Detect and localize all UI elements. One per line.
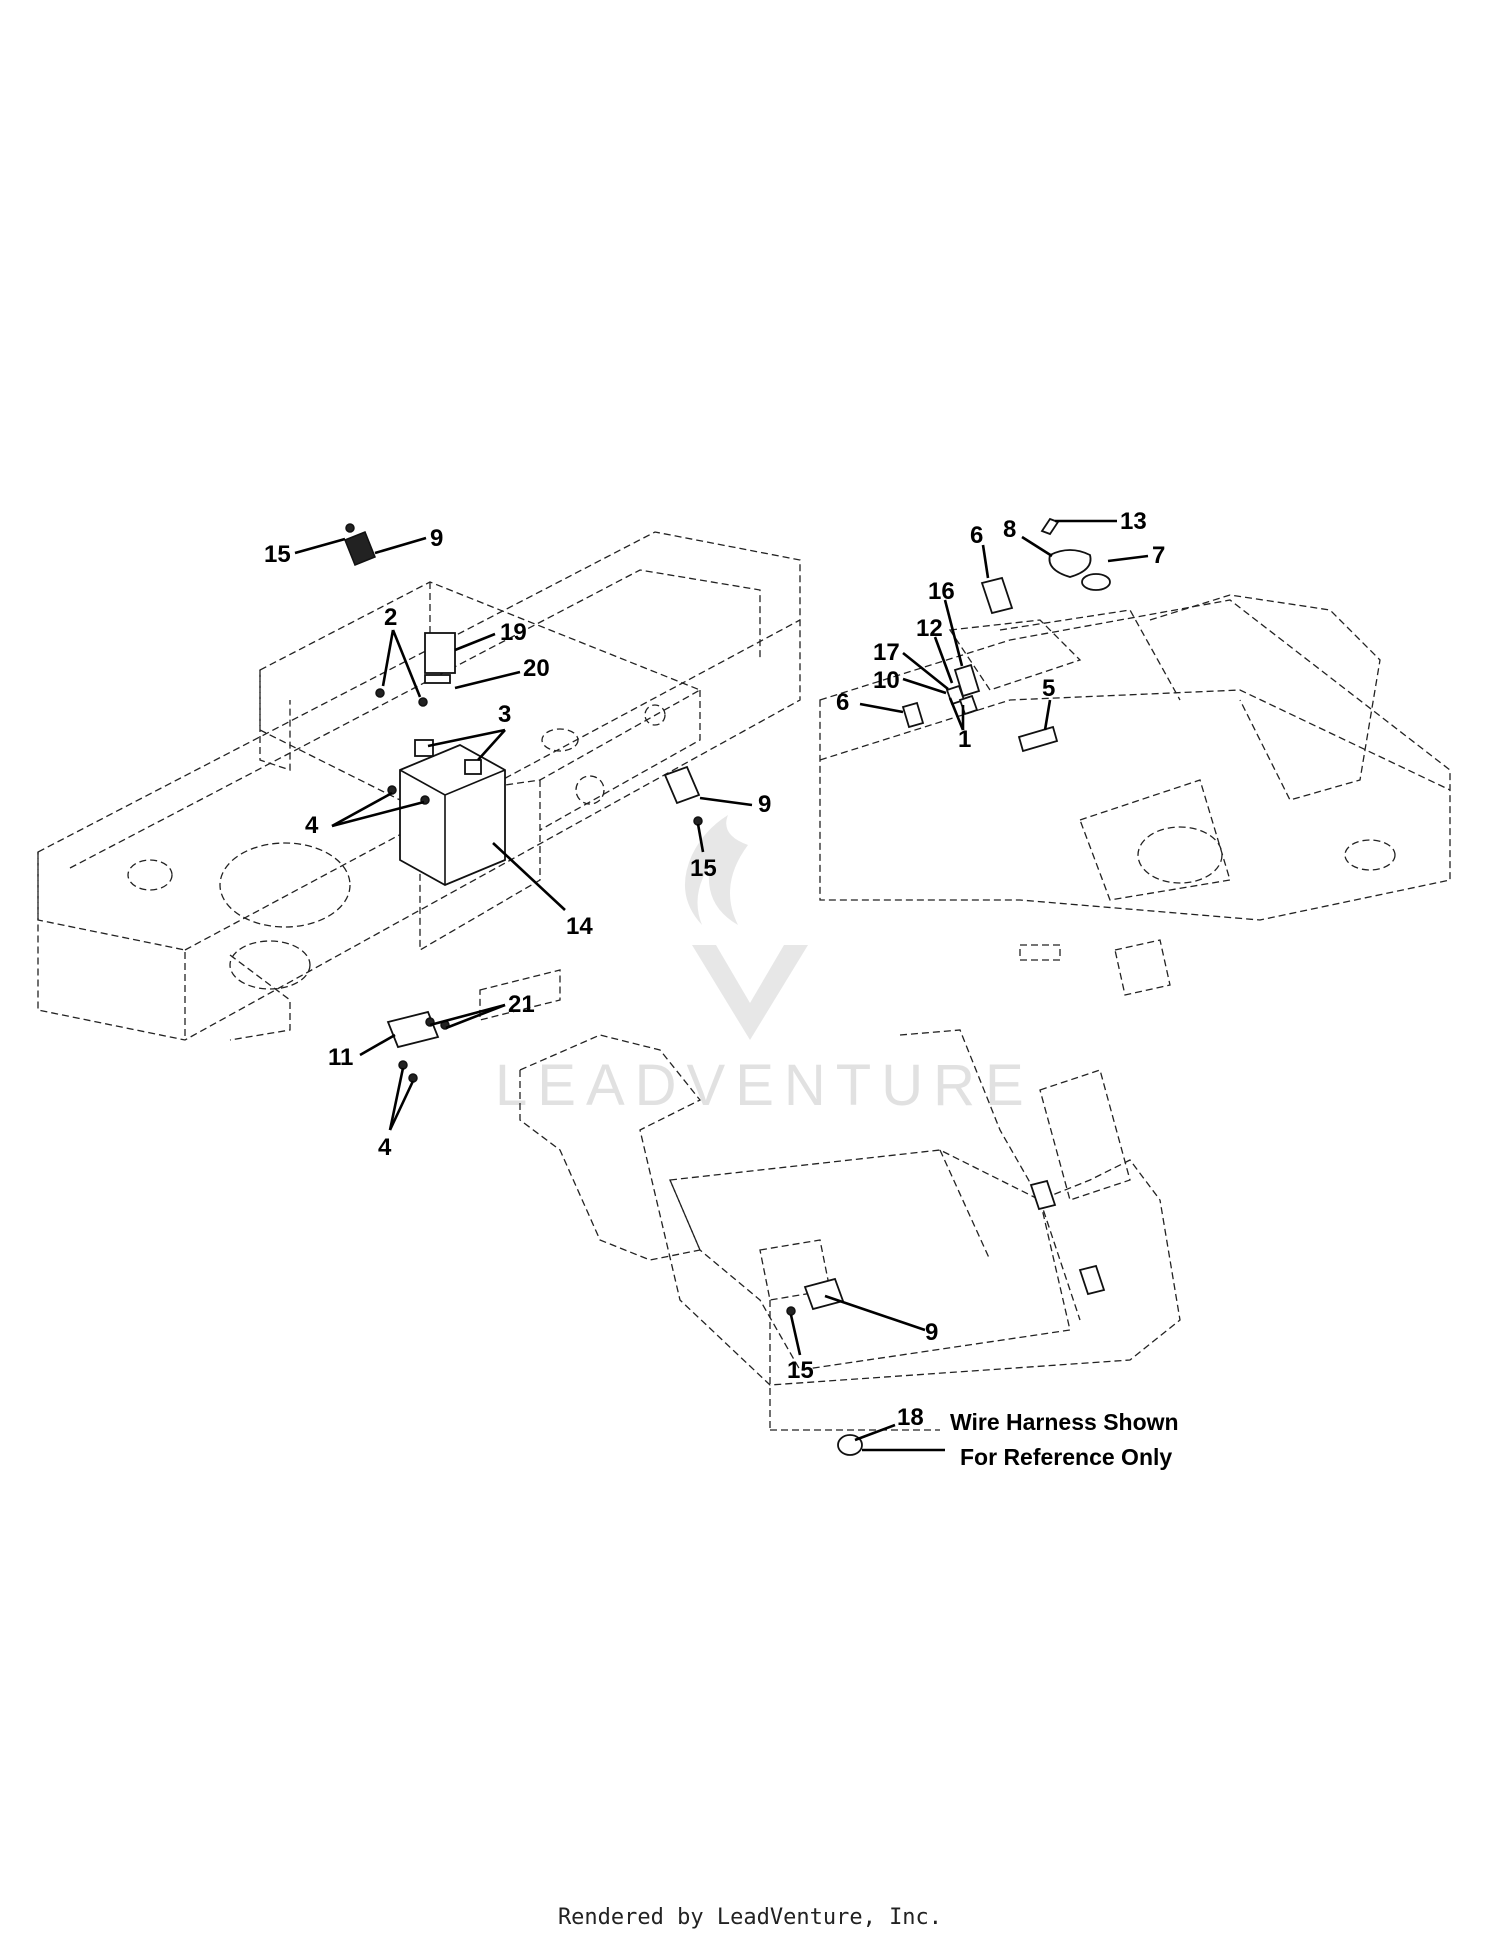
callout-15c: 15 [787, 1357, 814, 1384]
callout-1: 1 [958, 726, 971, 753]
seat-platform-assembly-bottom [519, 1029, 1181, 1456]
callout-9c: 9 [925, 1319, 938, 1346]
leadventure-watermark: LEADVENTURE [495, 815, 1034, 1118]
callout-7: 7 [1152, 542, 1165, 569]
render-credit: Rendered by LeadVenture, Inc. [557, 1905, 943, 1930]
callout-16: 16 [928, 578, 955, 605]
control-panel-assembly-right [819, 517, 1451, 996]
callout-6: 6 [970, 522, 983, 549]
callout-10: 10 [873, 667, 900, 694]
frame-assembly-left [37, 531, 801, 1041]
callout-17: 17 [873, 639, 900, 666]
callout-5: 5 [1042, 675, 1055, 702]
note-line-2: For Reference Only [960, 1444, 1172, 1470]
callout-4: 4 [305, 812, 319, 839]
callout-15b: 15 [690, 855, 717, 882]
note-line-1: Wire Harness Shown [950, 1409, 1179, 1435]
battery-and-parts-left [344, 523, 703, 1083]
callout-9b: 9 [758, 791, 771, 818]
callout-19: 19 [500, 619, 527, 646]
callout-8: 8 [1003, 516, 1016, 543]
callout-15: 15 [264, 541, 291, 568]
callout-13: 13 [1120, 508, 1147, 535]
callout-21: 21 [508, 991, 535, 1018]
callout-18: 18 [897, 1404, 924, 1431]
callout-11: 11 [328, 1044, 353, 1071]
callout-12: 12 [916, 615, 943, 642]
callout-2: 2 [384, 604, 397, 631]
reference-note: Wire Harness Shown For Reference Only [950, 1409, 1179, 1470]
callout-6b: 6 [836, 689, 849, 716]
callout-9: 9 [430, 525, 443, 552]
callout-20: 20 [523, 655, 550, 682]
callout-14: 14 [566, 913, 593, 940]
callout-3: 3 [498, 701, 511, 728]
callout-labels: 15 9 2 19 20 3 4 9 15 14 21 11 4 13 8 [264, 508, 1165, 1452]
callout-4b: 4 [378, 1134, 392, 1161]
watermark-text: LEADVENTURE [495, 1053, 1034, 1118]
